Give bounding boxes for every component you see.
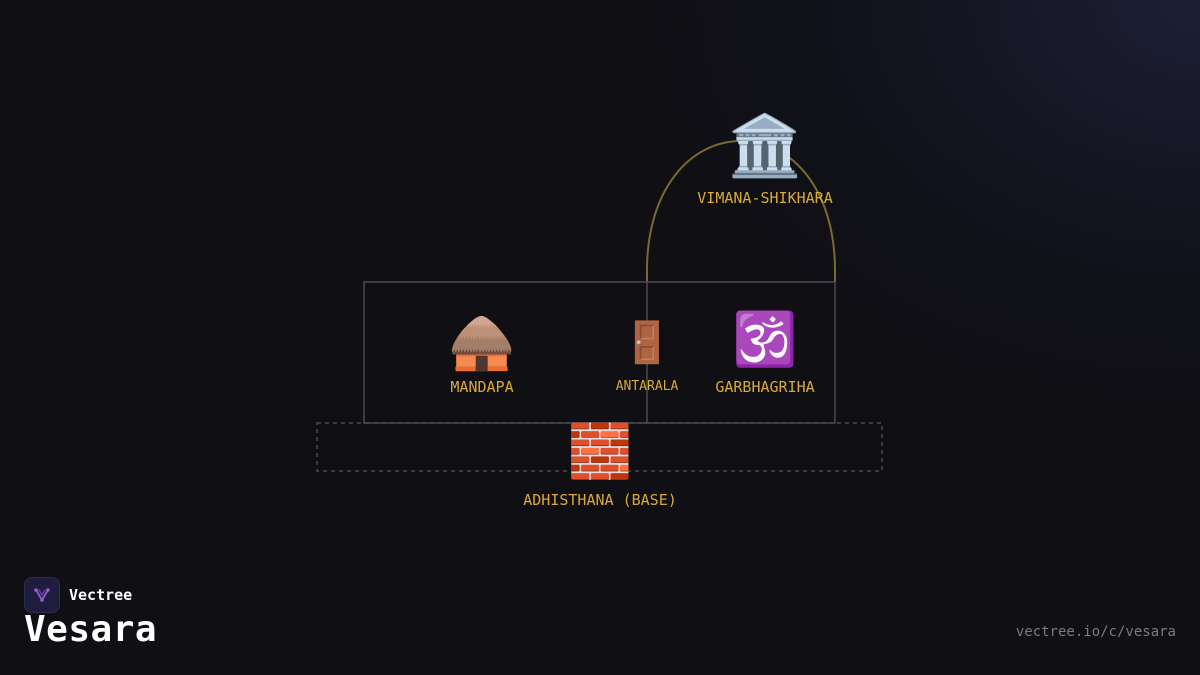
- page-title: Vesara: [24, 609, 158, 650]
- source-url[interactable]: vectree.io/c/vesara: [1015, 624, 1176, 640]
- om-icon: 🕉️: [732, 310, 798, 370]
- vimana-shikhara-label: VIMANA-SHIKHARA: [697, 189, 833, 207]
- mandapa-label: MANDAPA: [450, 378, 514, 396]
- shikhara-outline: [646, 139, 836, 282]
- antarala-label: ANTARALA: [615, 379, 679, 394]
- temple-building-icon: 🏛️: [727, 111, 803, 181]
- brick-icon: 🧱: [567, 422, 633, 482]
- garbhagriha-label: GARBHAGRIHA: [715, 378, 815, 396]
- hut-icon: 🛖: [448, 310, 516, 373]
- adhisthana-label: ADHISTHANA (BASE): [523, 491, 677, 509]
- brand: Vectree: [24, 577, 132, 613]
- brand-name: Vectree: [69, 586, 133, 604]
- door-icon: 🚪: [622, 320, 672, 366]
- vectree-logo-icon: [24, 577, 60, 613]
- adhisthana-base-outline: [316, 422, 883, 472]
